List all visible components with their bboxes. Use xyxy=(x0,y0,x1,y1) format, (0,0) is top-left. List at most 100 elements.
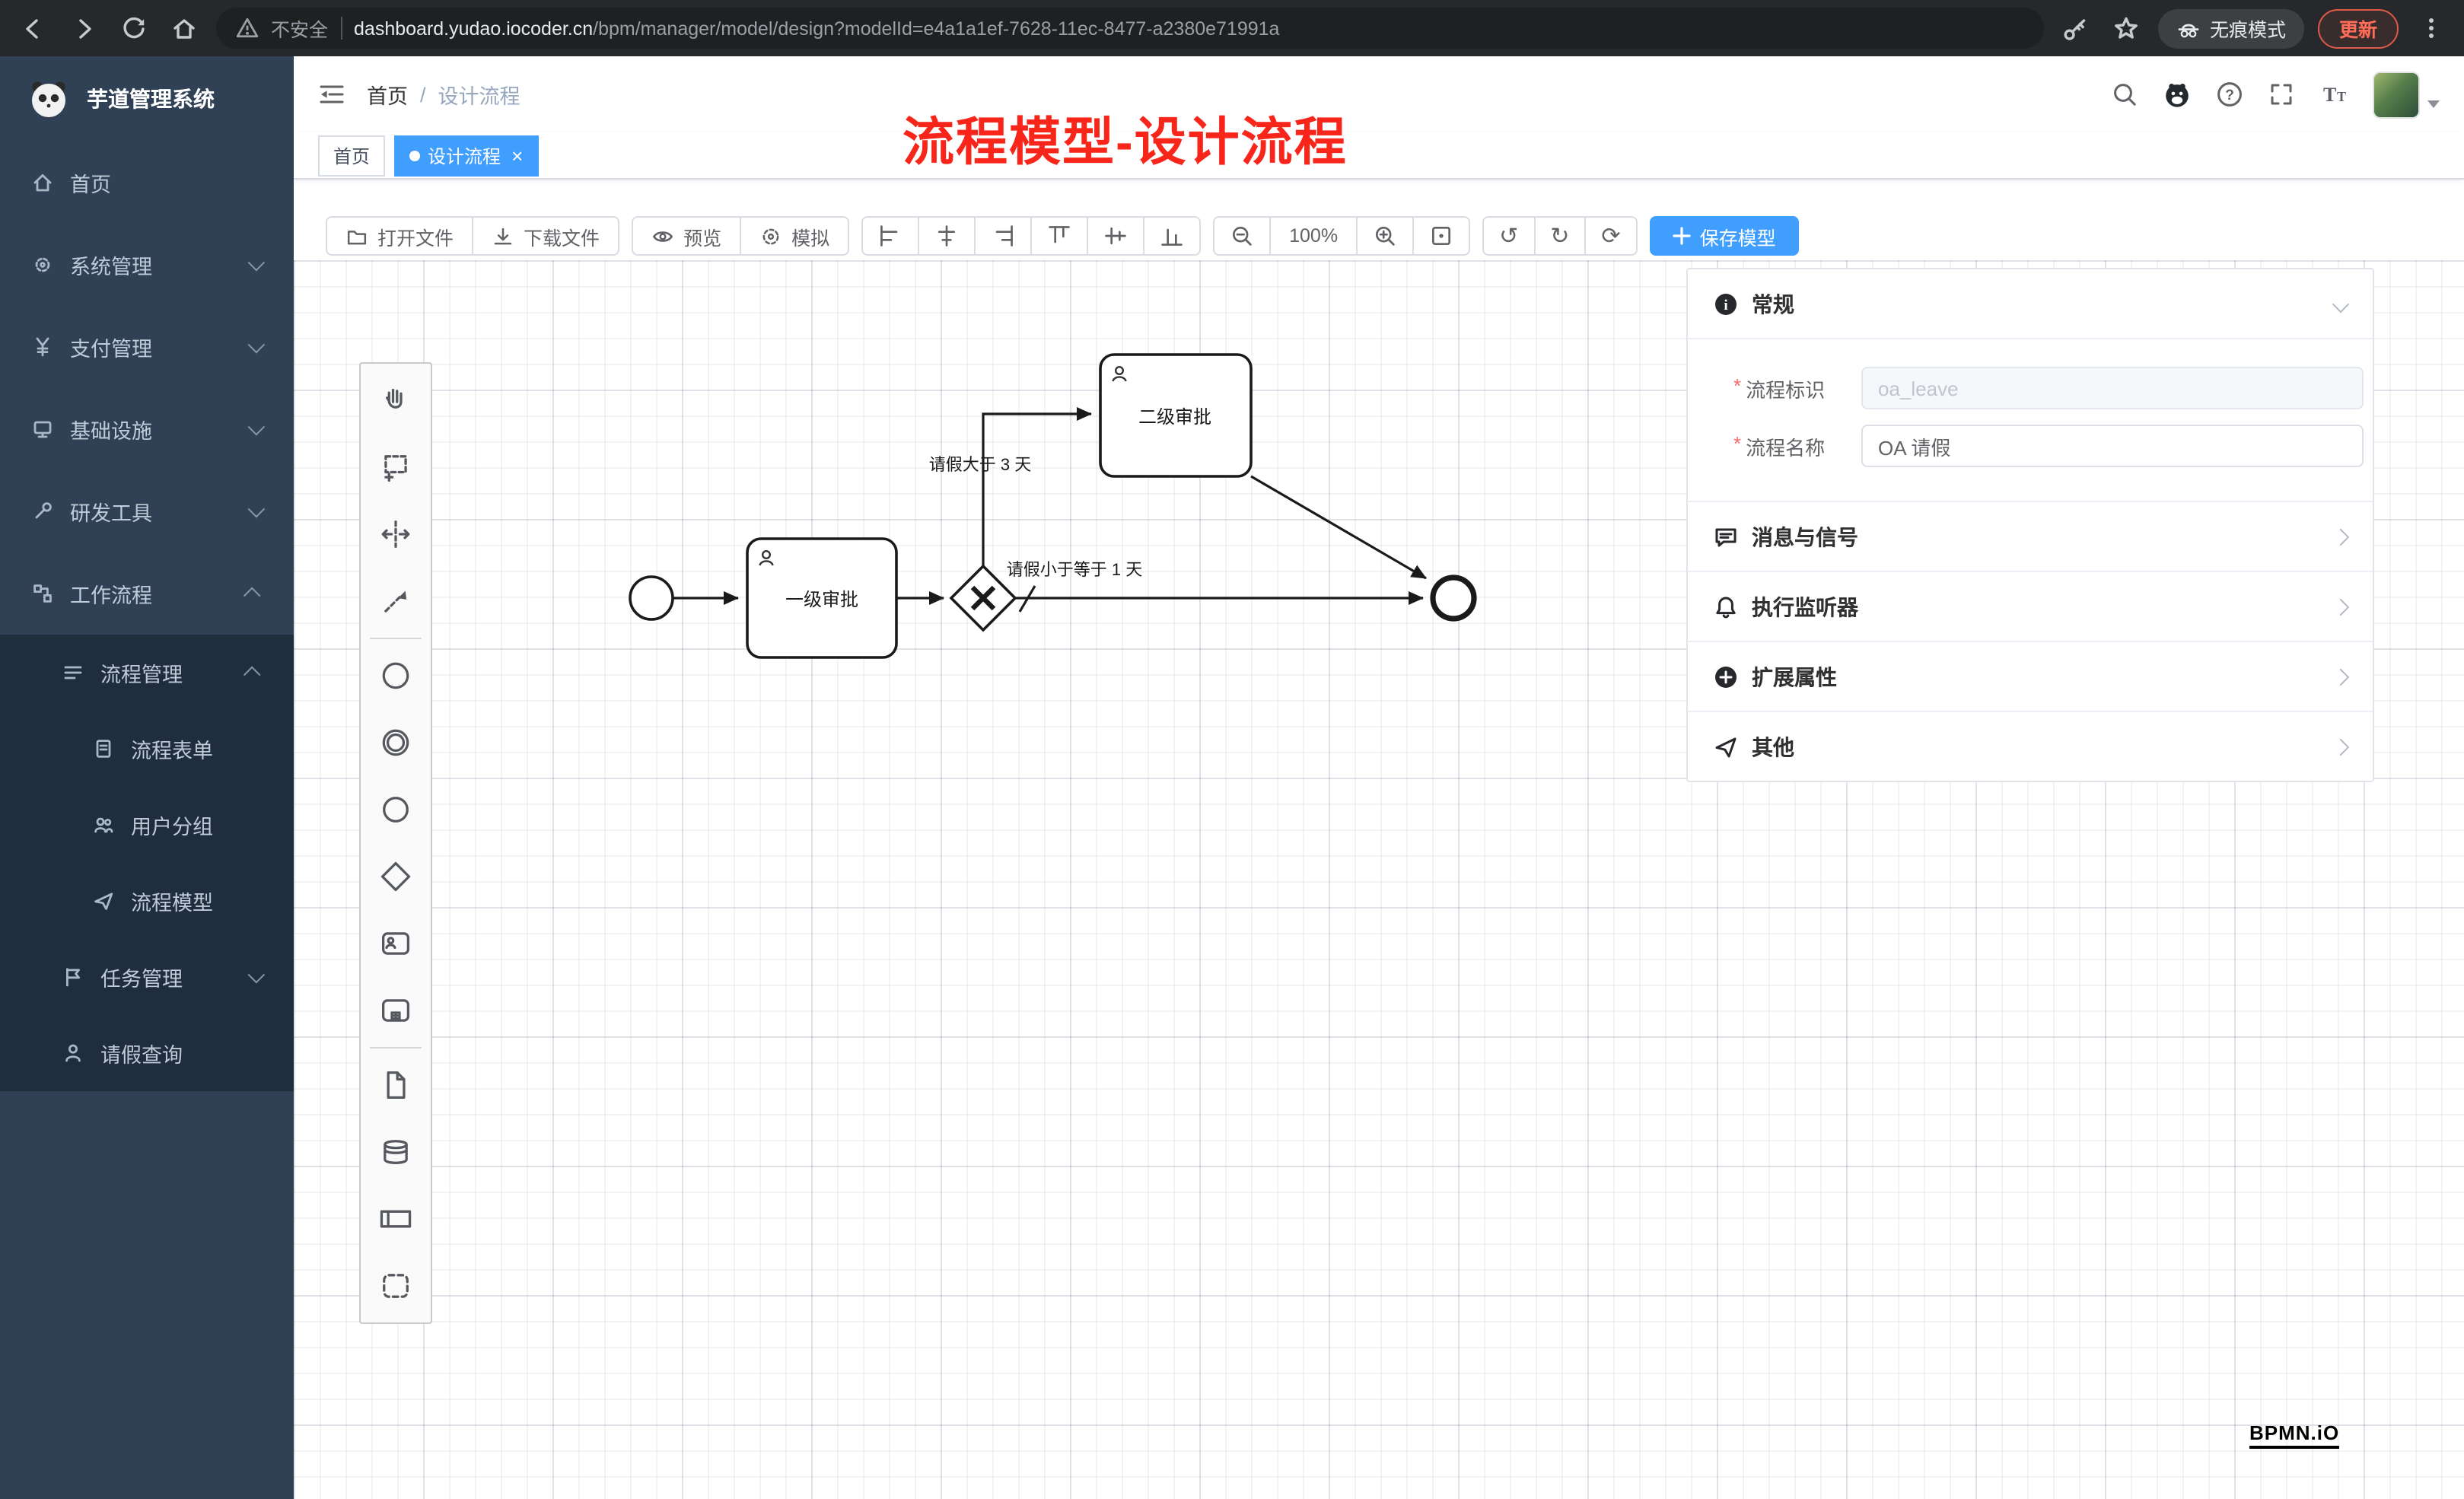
flow-task2-to-end[interactable] xyxy=(1250,475,1427,580)
exclusive-gateway[interactable] xyxy=(949,564,1017,632)
info-icon: i xyxy=(1714,291,1738,316)
hand-tool-icon[interactable] xyxy=(361,367,431,434)
sidebar-item-payment[interactable]: 支付管理 xyxy=(0,306,294,388)
align-top-button[interactable] xyxy=(1032,216,1089,256)
user-menu[interactable] xyxy=(2373,71,2440,118)
document-icon xyxy=(91,738,114,759)
sidebar-item-user-group[interactable]: 用户分组 xyxy=(0,787,294,863)
connect-tool-icon[interactable] xyxy=(361,568,431,635)
search-icon[interactable] xyxy=(2111,81,2138,108)
restart-button[interactable]: ⟳ xyxy=(1586,216,1638,256)
address-bar[interactable]: 不安全 dashboard.yudao.iocoder.cn/bpm/manag… xyxy=(216,8,2044,49)
sidebar-collapse-icon[interactable] xyxy=(318,81,345,108)
paper-plane-icon xyxy=(91,890,114,912)
panel-section-message-signal[interactable]: 消息与信号 xyxy=(1688,502,2373,572)
process-key-input xyxy=(1861,367,2364,409)
reload-icon[interactable] xyxy=(116,10,152,46)
align-center-button[interactable] xyxy=(919,216,976,256)
bpmn-io-logo[interactable]: BPMN.iO xyxy=(2249,1421,2340,1449)
url-text[interactable]: dashboard.yudao.iocoder.cn/bpm/manager/m… xyxy=(354,18,1279,39)
save-model-button[interactable]: 保存模型 xyxy=(1649,216,1799,256)
github-icon[interactable] xyxy=(2163,80,2192,109)
align-bottom-button[interactable] xyxy=(1144,216,1202,256)
download-file-button[interactable]: 下载文件 xyxy=(473,216,620,256)
process-name-input[interactable] xyxy=(1861,425,2364,467)
sidebar-item-process-form[interactable]: 流程表单 xyxy=(0,711,294,787)
sidebar-item-home[interactable]: 首页 xyxy=(0,142,294,224)
end-event-icon[interactable] xyxy=(361,776,431,843)
process-name-label: *流程名称 xyxy=(1733,431,1826,459)
preview-button[interactable]: 预览 xyxy=(632,216,742,256)
home-icon[interactable] xyxy=(166,10,202,46)
sidebar-item-leave-query[interactable]: 请假查询 xyxy=(0,1015,294,1091)
forward-icon[interactable] xyxy=(65,10,102,46)
simulate-button[interactable]: 模拟 xyxy=(741,216,850,256)
subprocess-icon[interactable] xyxy=(361,977,431,1044)
panel-section-execution-listener[interactable]: 执行监听器 xyxy=(1688,572,2373,642)
undo-button[interactable]: ↺ xyxy=(1482,216,1536,256)
key-icon[interactable] xyxy=(2058,10,2094,46)
sidebar-item-task-manage[interactable]: 任务管理 xyxy=(0,939,294,1015)
section-title: 其他 xyxy=(1752,734,1794,759)
back-icon[interactable] xyxy=(15,10,52,46)
close-icon[interactable]: × xyxy=(511,144,524,167)
task-level1-approve[interactable]: 一级审批 xyxy=(746,537,898,659)
security-label[interactable]: 不安全 xyxy=(271,20,329,41)
panel-section-general[interactable]: i 常规 xyxy=(1688,269,2373,339)
tab-home[interactable]: 首页 xyxy=(318,135,386,176)
align-left-button[interactable] xyxy=(861,216,920,256)
button-label: 保存模型 xyxy=(1699,228,1776,249)
menu-dots-icon[interactable] xyxy=(2412,10,2449,46)
sidebar-item-label: 请假查询 xyxy=(100,1044,183,1067)
bookmark-star-icon[interactable] xyxy=(2108,10,2144,46)
zoom-in-button[interactable] xyxy=(1358,216,1415,256)
open-file-button[interactable]: 打开文件 xyxy=(326,216,474,256)
app-logo-row[interactable]: 芋道管理系统 xyxy=(0,56,294,142)
intermediate-event-icon[interactable] xyxy=(361,709,431,776)
lasso-tool-icon[interactable] xyxy=(361,434,431,501)
participant-pool-icon[interactable] xyxy=(361,1186,431,1252)
condition-label-gt[interactable]: 请假大于 3 天 xyxy=(929,455,1031,474)
panel-section-extended-attrs[interactable]: 扩展属性 xyxy=(1688,642,2373,712)
update-button[interactable]: 更新 xyxy=(2317,8,2399,48)
sidebar-item-devtools[interactable]: 研发工具 xyxy=(0,470,294,552)
zoom-reset-button[interactable] xyxy=(1414,216,1471,256)
chevron-right-icon xyxy=(2332,597,2350,616)
align-right-button[interactable] xyxy=(976,216,1033,256)
user-task-icon xyxy=(759,549,774,566)
data-store-icon[interactable] xyxy=(361,1119,431,1186)
sidebar-item-label: 任务管理 xyxy=(100,968,183,991)
flow-gateway-to-task2[interactable] xyxy=(982,407,1092,566)
user-task-icon[interactable] xyxy=(361,910,431,977)
sidebar-item-process-manage[interactable]: 流程管理 xyxy=(0,635,294,711)
plus-icon xyxy=(1672,227,1691,245)
fullscreen-icon[interactable] xyxy=(2268,81,2295,108)
designer-toolbar: 打开文件 下载文件 预览 xyxy=(294,180,2464,260)
sidebar-item-workflow[interactable]: 工作流程 xyxy=(0,552,294,635)
task-level2-approve[interactable]: 二级审批 xyxy=(1099,353,1253,478)
condition-label-le[interactable]: 请假小于等于 1 天 xyxy=(1007,560,1142,579)
group-icon[interactable] xyxy=(361,1252,431,1319)
help-icon[interactable]: ? xyxy=(2216,81,2243,108)
breadcrumb-home[interactable]: 首页 xyxy=(367,85,408,108)
chevron-right-icon xyxy=(2332,667,2350,686)
sidebar-item-infra[interactable]: 基础设施 xyxy=(0,388,294,470)
zoom-out-button[interactable] xyxy=(1213,216,1272,256)
section-title: 扩展属性 xyxy=(1752,664,1837,689)
avatar[interactable] xyxy=(2373,71,2420,118)
workflow-submenu: 流程管理 流程表单 用户分组 流程模型 任务管理 xyxy=(0,635,294,1091)
gateway-icon[interactable] xyxy=(361,843,431,910)
start-event-icon[interactable] xyxy=(361,642,431,709)
end-event[interactable] xyxy=(1430,574,1477,622)
data-object-icon[interactable] xyxy=(361,1052,431,1119)
start-event[interactable] xyxy=(629,575,674,621)
align-middle-button[interactable] xyxy=(1088,216,1145,256)
sidebar-item-process-model[interactable]: 流程模型 xyxy=(0,863,294,939)
tab-design-process[interactable]: 设计流程 × xyxy=(394,135,539,176)
sidebar-item-system[interactable]: 系统管理 xyxy=(0,224,294,306)
redo-button[interactable]: ↻ xyxy=(1535,216,1587,256)
panel-section-other[interactable]: 其他 xyxy=(1688,712,2373,781)
sidebar-item-label: 用户分组 xyxy=(131,816,213,839)
space-tool-icon[interactable] xyxy=(361,501,431,568)
